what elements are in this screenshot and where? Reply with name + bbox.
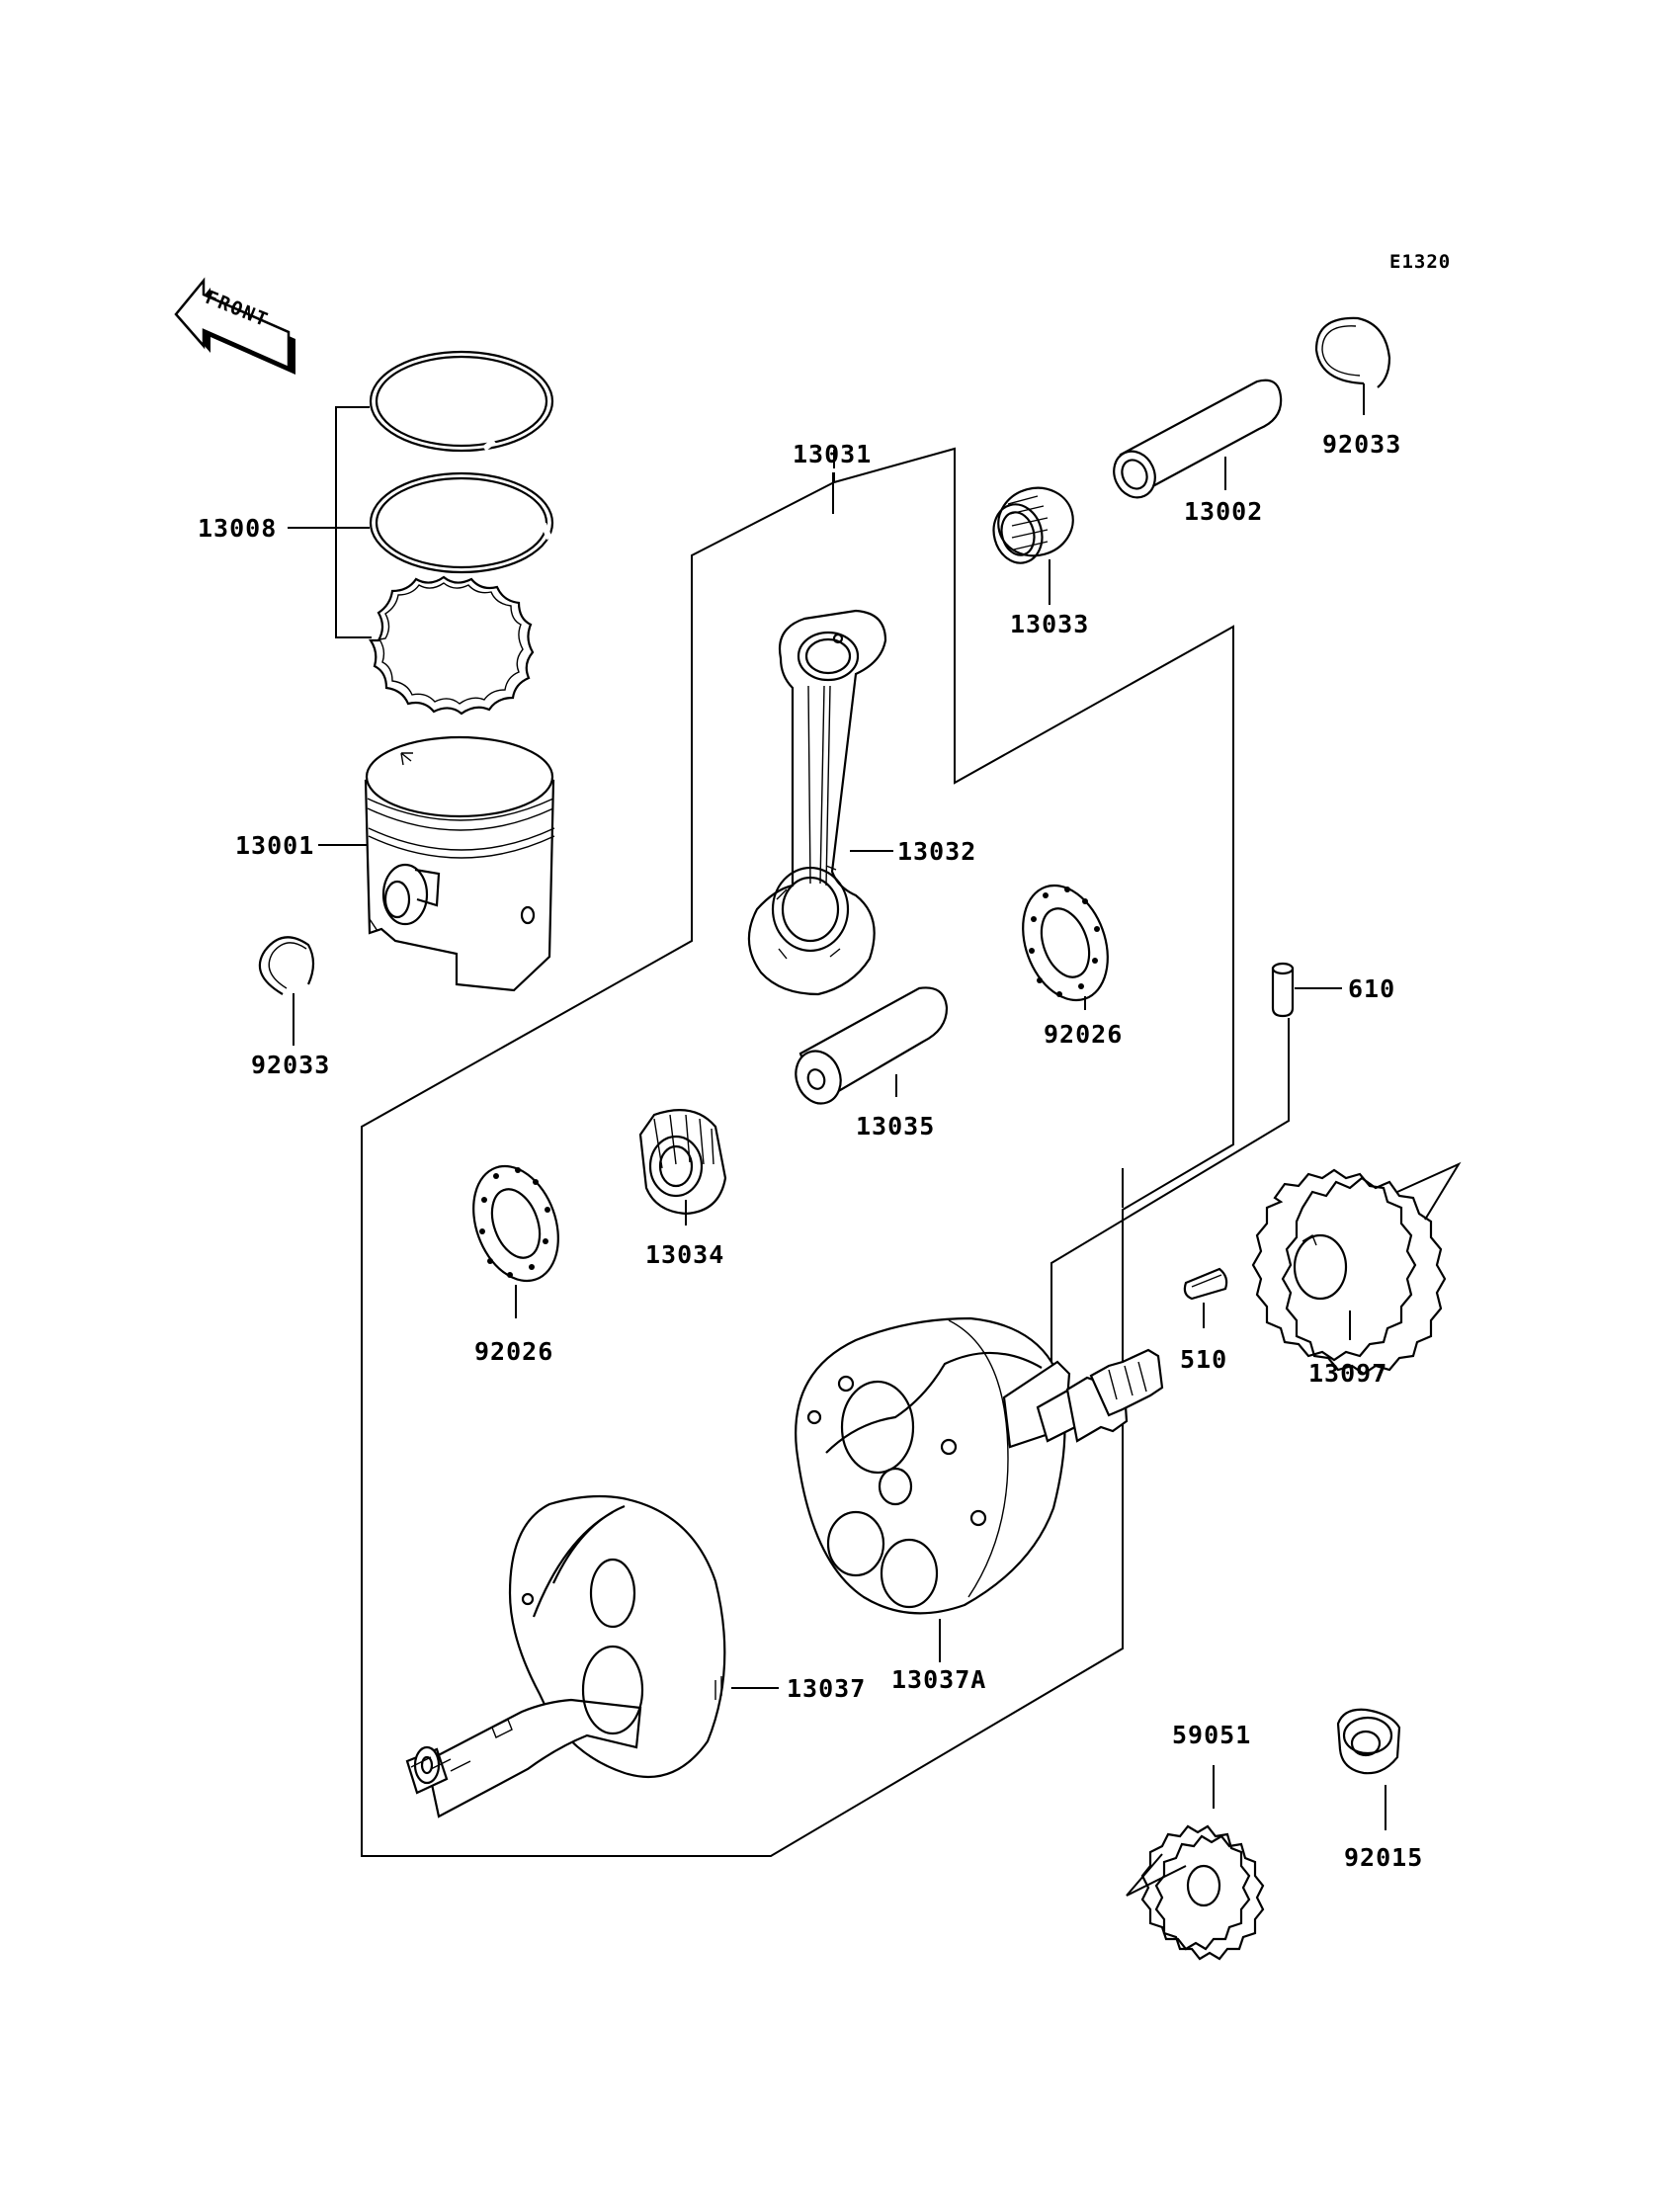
thrust-washer-left bbox=[472, 1164, 559, 1283]
label-13035: 13035 bbox=[856, 1112, 935, 1141]
crankshaft-left-half bbox=[405, 1494, 726, 1818]
needle-bearing-large bbox=[638, 1109, 727, 1216]
left-circlip bbox=[258, 936, 315, 995]
diagram-code: E1320 bbox=[1389, 251, 1451, 273]
label-13001: 13001 bbox=[235, 831, 314, 860]
woodruff-key bbox=[1183, 1267, 1228, 1301]
needle-bearing-small bbox=[992, 486, 1074, 564]
label-13031: 13031 bbox=[793, 440, 872, 468]
assembly-outline-outer bbox=[361, 447, 1234, 1857]
front-arrow-icon: FRONT bbox=[174, 277, 295, 375]
right-circlip bbox=[1314, 316, 1391, 388]
connecting-rod bbox=[747, 609, 887, 996]
label-59051: 59051 bbox=[1172, 1721, 1251, 1749]
label-13037: 13037 bbox=[787, 1674, 866, 1703]
label-13032: 13032 bbox=[897, 837, 976, 866]
collar bbox=[1336, 1708, 1401, 1775]
piston bbox=[364, 735, 555, 992]
piston-rings bbox=[368, 350, 554, 716]
label-92015: 92015 bbox=[1344, 1843, 1423, 1872]
crankshaft-right-half bbox=[795, 1316, 1164, 1615]
label-92033-right: 92033 bbox=[1322, 430, 1401, 459]
label-92033-left: 92033 bbox=[251, 1051, 330, 1079]
label-92026-right: 92026 bbox=[1044, 1020, 1123, 1049]
label-13097: 13097 bbox=[1308, 1359, 1387, 1388]
label-13033: 13033 bbox=[1010, 610, 1089, 638]
piston-pin bbox=[1113, 379, 1283, 499]
primary-gear bbox=[1251, 1168, 1447, 1376]
thrust-washer-right bbox=[1022, 884, 1109, 1002]
label-13008: 13008 bbox=[198, 514, 277, 543]
dowel-pin bbox=[1271, 962, 1295, 1018]
label-13034: 13034 bbox=[645, 1240, 724, 1269]
crank-pin bbox=[795, 986, 949, 1105]
balancer-gear bbox=[1140, 1824, 1265, 1961]
label-13037A: 13037A bbox=[891, 1665, 986, 1694]
label-510: 510 bbox=[1180, 1345, 1227, 1374]
label-92026-left: 92026 bbox=[474, 1337, 553, 1366]
label-610: 610 bbox=[1348, 974, 1395, 1003]
label-13002: 13002 bbox=[1184, 497, 1263, 526]
